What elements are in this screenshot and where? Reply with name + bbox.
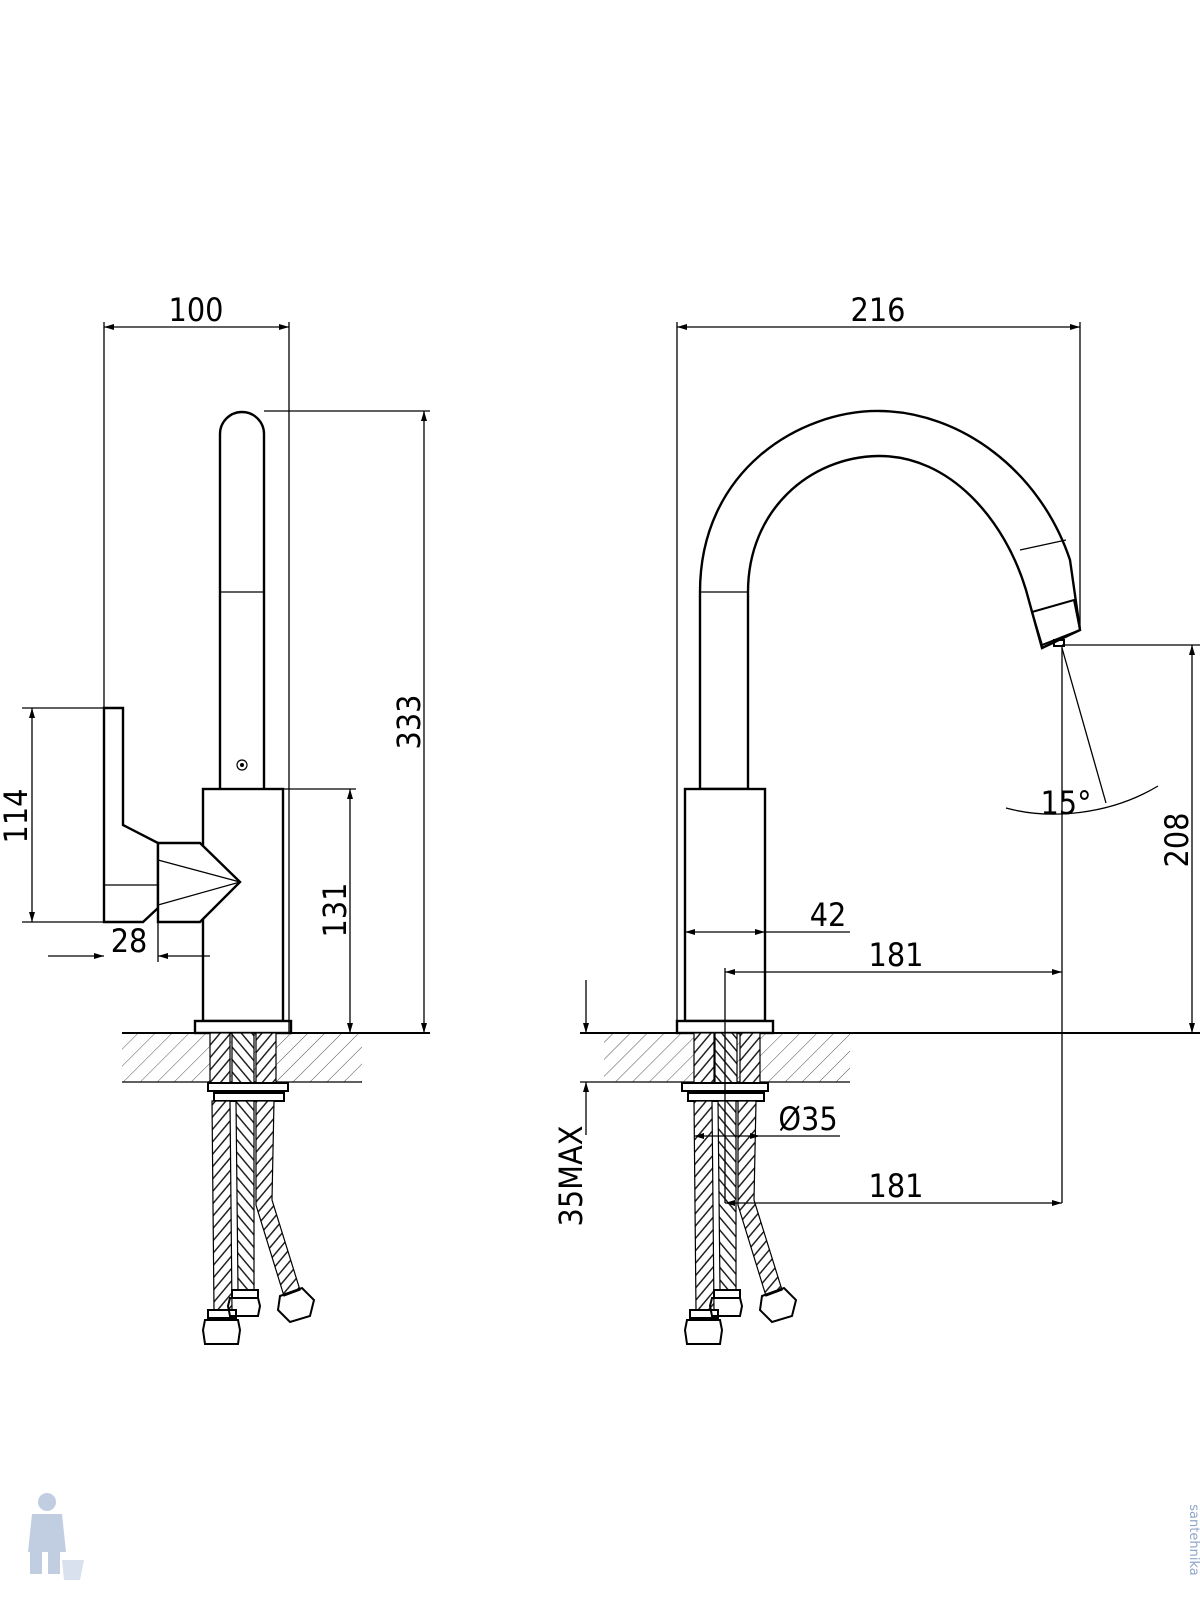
front-hose-left [693, 1100, 715, 1311]
dim-total-height: 333 [390, 695, 428, 750]
front-view [580, 409, 1200, 1345]
dim-width-top: 100 [169, 291, 224, 329]
side-handle-lever [102, 706, 160, 924]
dim-body-height: 131 [316, 883, 354, 938]
side-base-ring [193, 1019, 293, 1035]
dim-counter-thickness: 35MAX [552, 1126, 590, 1227]
side-dimensions: 100 333 131 114 28 [0, 291, 430, 1033]
watermark-text: santehnika [1186, 1504, 1200, 1575]
front-hose-middle [717, 1100, 737, 1291]
dim-handle-height: 114 [0, 789, 35, 844]
dim-swivel-angle: 15° [1040, 784, 1091, 822]
swivel-arc [1005, 785, 1159, 815]
front-gooseneck-spout [698, 409, 1082, 791]
plumber-logo-icon [28, 1493, 84, 1580]
dim-total-width: 216 [851, 291, 906, 329]
side-hose-right [255, 1100, 301, 1297]
side-hose-b-upper [255, 1032, 277, 1084]
dim-spout-height: 208 [1158, 813, 1196, 868]
side-threaded-stud [231, 1032, 255, 1084]
dim-reach-bottom: 181 [869, 1167, 924, 1205]
side-hose-a-upper [209, 1032, 231, 1084]
dim-reach-top: 181 [869, 936, 924, 974]
front-hose-right [737, 1100, 783, 1297]
dim-handle-offset: 28 [111, 922, 148, 960]
dim-hole-diameter: Ø35 [778, 1100, 837, 1138]
side-hose-middle [235, 1100, 255, 1291]
front-dimensions: 216 208 42 181 Ø35 181 35MAX 15° [552, 291, 1200, 1226]
side-hose-left [211, 1100, 233, 1311]
side-spout-tube [218, 410, 266, 792]
side-view [102, 410, 430, 1345]
dim-body-width: 42 [810, 896, 847, 934]
